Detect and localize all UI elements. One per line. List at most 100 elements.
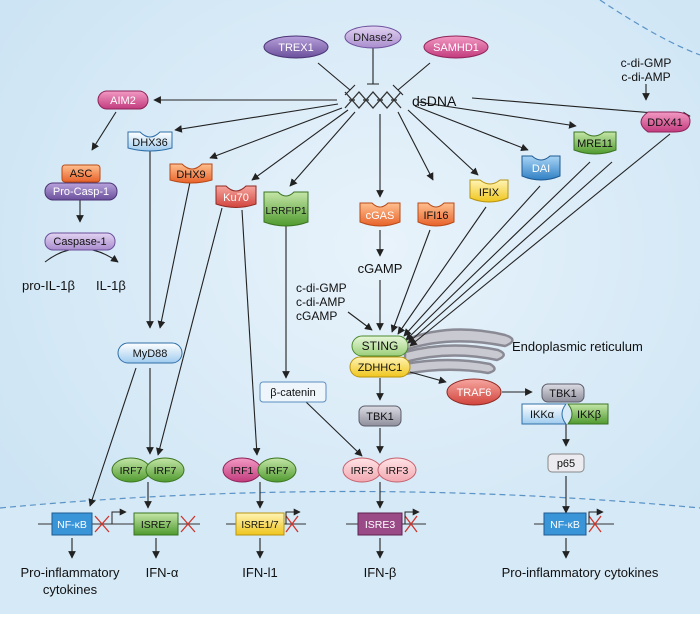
dna-mark-icon xyxy=(404,515,418,533)
nucleus-region xyxy=(0,491,700,614)
il1b-label: IL-1β xyxy=(96,278,126,293)
top-cdi-amp-label: c-di-AMP xyxy=(621,70,670,84)
ifix-label: IFIX xyxy=(479,187,500,199)
output-proinflammatory-right: Pro-inflammatory cytokines xyxy=(502,565,659,580)
ddx41-node: DDX41 xyxy=(640,111,691,133)
caspase1-label: Caspase-1 xyxy=(53,236,106,248)
ikka-node: IKKα xyxy=(521,403,568,425)
asc-label: ASC xyxy=(70,168,93,180)
sting-label: STING xyxy=(362,339,399,353)
irf7c-label: IRF7 xyxy=(266,465,289,477)
sting-node: STING xyxy=(351,335,409,357)
samhd1-label: SAMHD1 xyxy=(433,42,479,54)
traf6-label: TRAF6 xyxy=(457,387,492,399)
irf3b-label: IRF3 xyxy=(386,465,409,477)
nfkb-promoter-right: NF-κB xyxy=(534,508,614,536)
cgas-node: cGAS xyxy=(359,202,401,227)
tbk1-mid-label: TBK1 xyxy=(366,411,394,423)
tbk1-right-node: TBK1 xyxy=(541,383,585,403)
gene-start-arrow-icon xyxy=(588,508,604,524)
trex1-node: TREX1 xyxy=(263,35,329,59)
dhx9-node: DHX9 xyxy=(169,163,213,184)
dsdna-label: dsDNA xyxy=(412,93,457,109)
ddx41-label: DDX41 xyxy=(647,117,682,129)
dai-label: DAI xyxy=(532,163,550,175)
nfkb-promoter-left: NF-κB xyxy=(38,508,140,536)
isre3-label: ISRE3 xyxy=(365,519,396,531)
ifi16-label: IFI16 xyxy=(423,210,448,222)
irf7a-label: IRF7 xyxy=(120,465,143,477)
tbk1-mid-node: TBK1 xyxy=(358,405,402,427)
dna-mark-icon xyxy=(588,515,602,533)
nuclear-membrane xyxy=(0,490,700,509)
mre11-node: MRE11 xyxy=(573,131,617,155)
er-label: Endoplasmic reticulum xyxy=(512,339,643,354)
gene-start-arrow-icon xyxy=(111,508,127,524)
p65-node: p65 xyxy=(547,453,585,473)
cgas-label: cGAS xyxy=(366,210,395,222)
pro-casp1-label: Pro-Casp-1 xyxy=(53,186,109,198)
gene-start-arrow-icon xyxy=(404,508,420,524)
irf7b-label: IRF7 xyxy=(154,465,177,477)
ikkb-label: IKKβ xyxy=(577,409,601,421)
dai-node: DAI xyxy=(521,155,561,181)
cell-membrane xyxy=(599,0,700,56)
dsdna-helix-icon xyxy=(344,91,402,109)
traf6-node: TRAF6 xyxy=(446,378,502,406)
irf1-irf7-dimer: IRF1 IRF7 xyxy=(222,457,297,483)
output-ifn-alpha: IFN-α xyxy=(146,565,179,580)
dna-mark-icon xyxy=(94,515,110,533)
isre7-label: ISRE7 xyxy=(141,519,172,531)
dna-mark-icon xyxy=(180,515,196,533)
myd88-label: MyD88 xyxy=(133,348,168,360)
trex1-label: TREX1 xyxy=(278,42,313,54)
output-proinflammatory-left-line2: cytokines xyxy=(43,582,98,597)
isre7-promoter: ISRE7 xyxy=(120,512,200,536)
mid-cgamp-label: cGAMP xyxy=(296,309,337,323)
tbk1-right-label: TBK1 xyxy=(549,388,577,400)
top-cdi-gmp-label: c-di-GMP xyxy=(621,56,672,70)
isre3-promoter: ISRE3 xyxy=(346,508,426,536)
dhx36-label: DHX36 xyxy=(132,137,167,149)
output-proinflammatory-left-line1: Pro-inflammatory xyxy=(21,565,120,580)
dnase2-node: DNase2 xyxy=(344,25,402,49)
beta-catenin-label: β-catenin xyxy=(270,387,315,399)
gene-start-arrow-icon xyxy=(285,508,301,524)
irf1-label: IRF1 xyxy=(231,465,254,477)
ifi16-node: IFI16 xyxy=(417,202,455,227)
samhd1-node: SAMHD1 xyxy=(423,35,489,59)
ifix-node: IFIX xyxy=(469,179,509,203)
nfkb-right-label: NF-κB xyxy=(550,519,580,531)
p65-label: p65 xyxy=(557,458,575,470)
dhx9-label: DHX9 xyxy=(176,169,205,181)
mre11-label: MRE11 xyxy=(577,138,613,150)
irf3-irf3-dimer: IRF3 IRF3 xyxy=(342,457,417,483)
irf3a-label: IRF3 xyxy=(351,465,374,477)
ku70-node: Ku70 xyxy=(215,185,257,208)
aim2-node: AIM2 xyxy=(97,90,149,110)
aim2-label: AIM2 xyxy=(110,95,136,107)
pro-casp1-node: Pro-Casp-1 xyxy=(44,182,118,201)
nfkb-left-label: NF-κB xyxy=(57,519,87,531)
beta-catenin-node: β-catenin xyxy=(259,381,327,403)
output-ifn-beta: IFN-β xyxy=(364,565,397,580)
lrrfip1-node: LRRFIP1 xyxy=(263,191,309,227)
dhx36-node: DHX36 xyxy=(127,131,173,152)
zdhhc1-label: ZDHHC1 xyxy=(358,362,403,374)
lrrfip1-label: LRRFIP1 xyxy=(265,206,307,217)
mid-cdi-amp-label: c-di-AMP xyxy=(296,295,345,309)
irf7-irf7-dimer: IRF7 IRF7 xyxy=(111,457,185,483)
asc-node: ASC xyxy=(61,164,101,183)
pro-il1b-label: pro-IL-1β xyxy=(22,278,75,293)
mid-cdi-gmp-label: c-di-GMP xyxy=(296,281,347,295)
ku70-label: Ku70 xyxy=(223,192,249,204)
dnase2-label: DNase2 xyxy=(353,32,393,44)
output-ifn-l1: IFN-l1 xyxy=(242,565,277,580)
isre17-label: ISRE1/7 xyxy=(241,520,279,531)
ikka-label: IKKα xyxy=(530,409,555,421)
endoplasmic-reticulum-shape xyxy=(403,328,514,376)
cgamp-label: cGAMP xyxy=(358,261,403,276)
myd88-node: MyD88 xyxy=(117,342,183,364)
